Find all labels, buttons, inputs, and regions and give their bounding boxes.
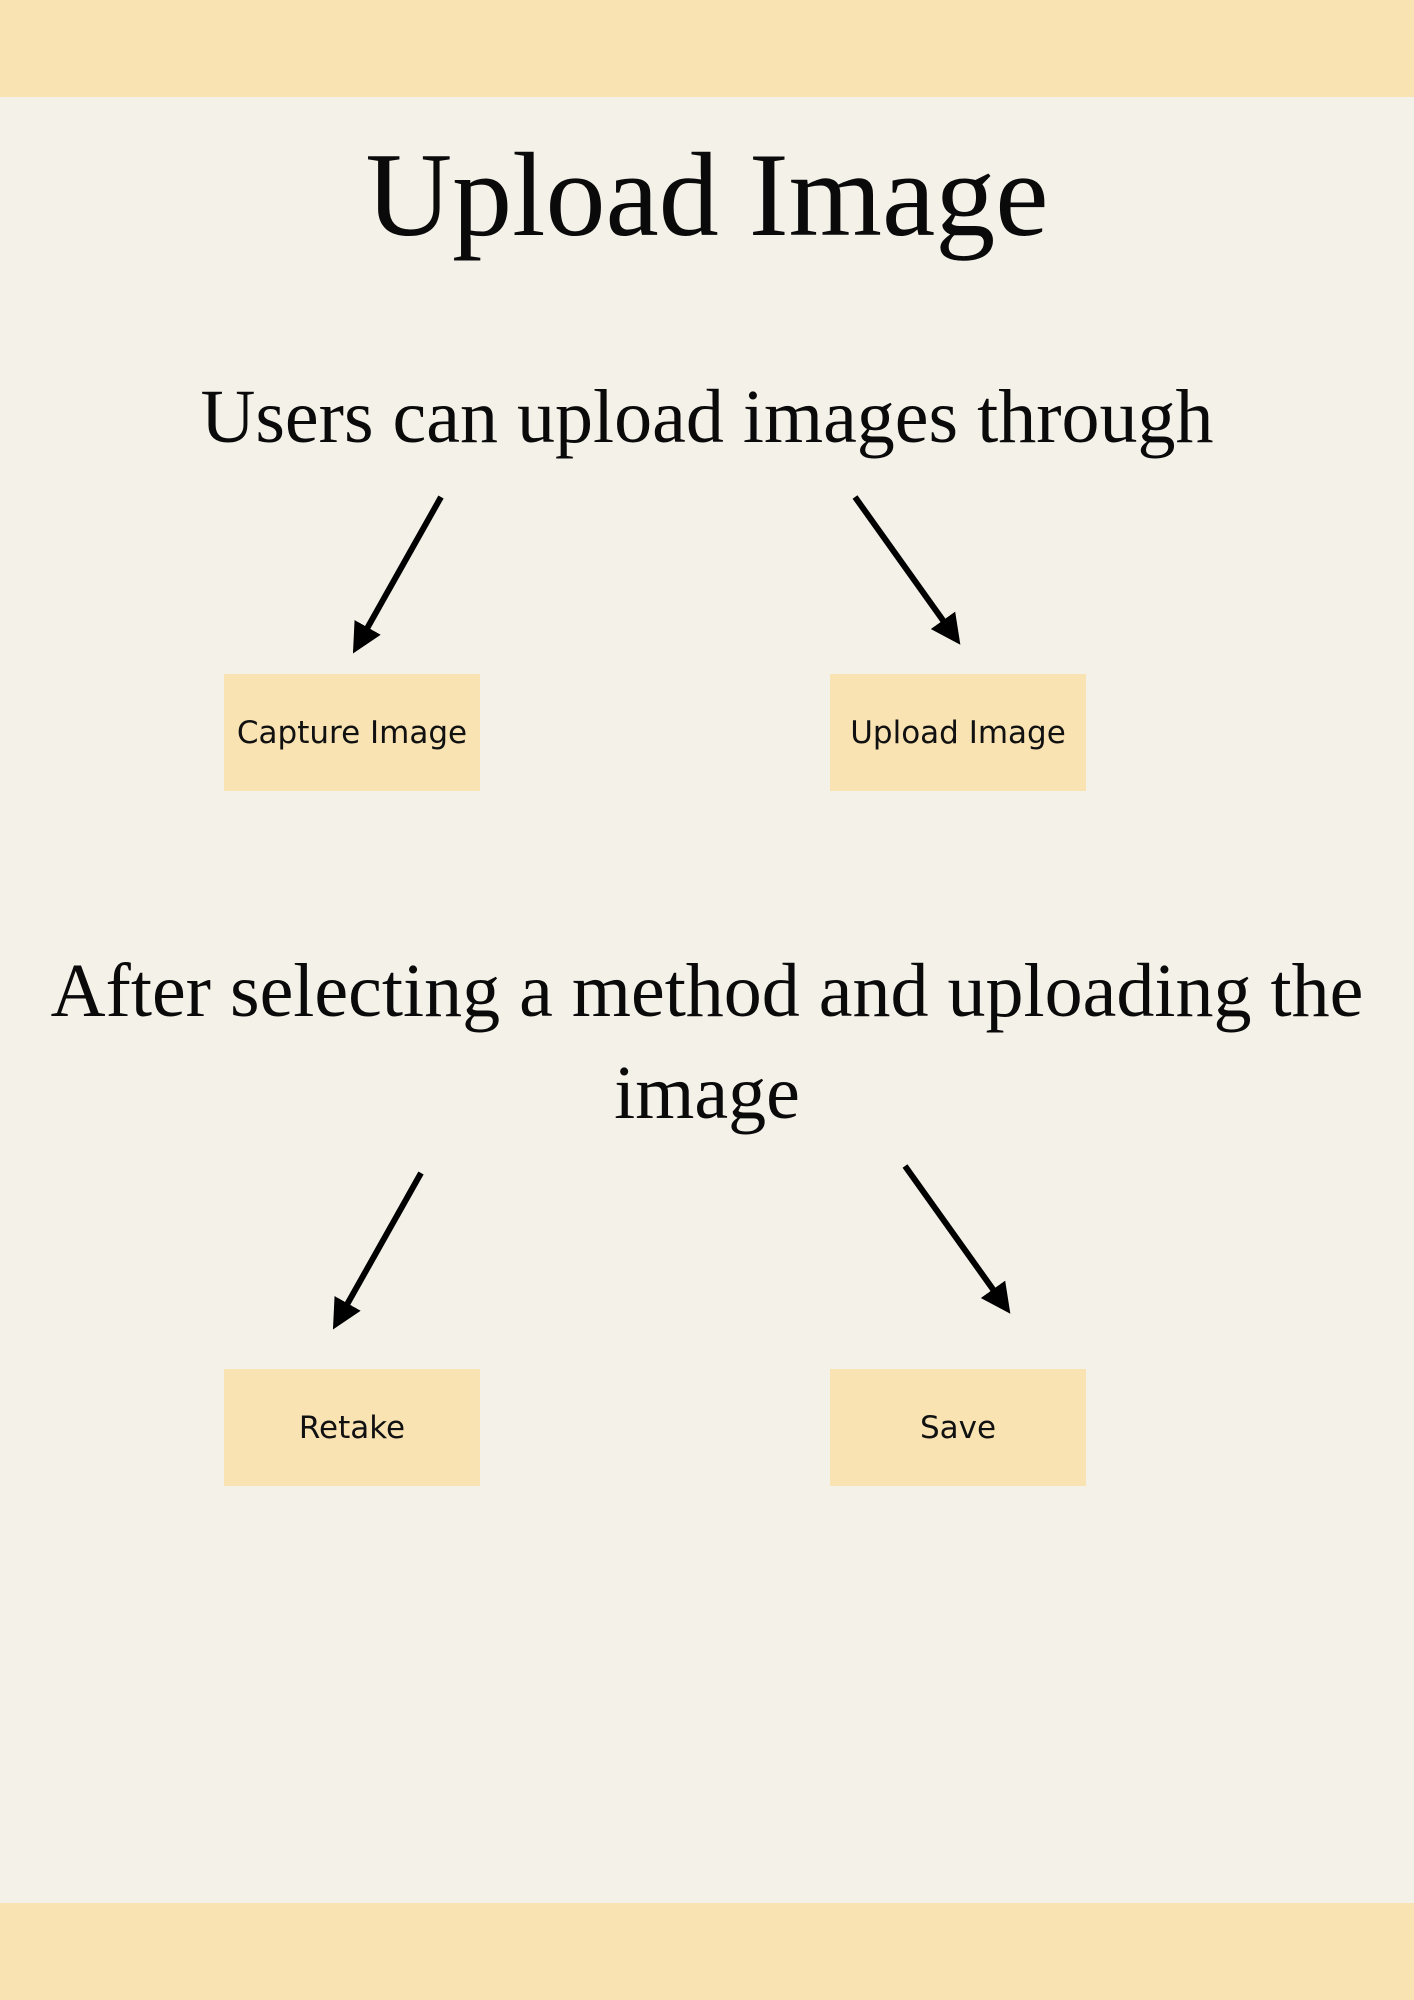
arrow-icon [902, 1164, 1011, 1314]
bottom-accent-band [0, 1903, 1414, 2000]
top-accent-band [0, 0, 1414, 97]
arrow-icon [852, 495, 961, 645]
capture-image-button[interactable]: Capture Image [224, 674, 480, 791]
followup-text: After selecting a method and uploading t… [50, 949, 1364, 1135]
retake-button[interactable]: Retake [224, 1369, 480, 1486]
arrow-icon [332, 1171, 424, 1330]
save-button[interactable]: Save [830, 1369, 1086, 1486]
arrow-icon [352, 495, 444, 654]
page-title: Upload Image [365, 128, 1049, 261]
intro-text: Users can upload images through [200, 375, 1214, 459]
upload-image-button[interactable]: Upload Image [830, 674, 1086, 791]
